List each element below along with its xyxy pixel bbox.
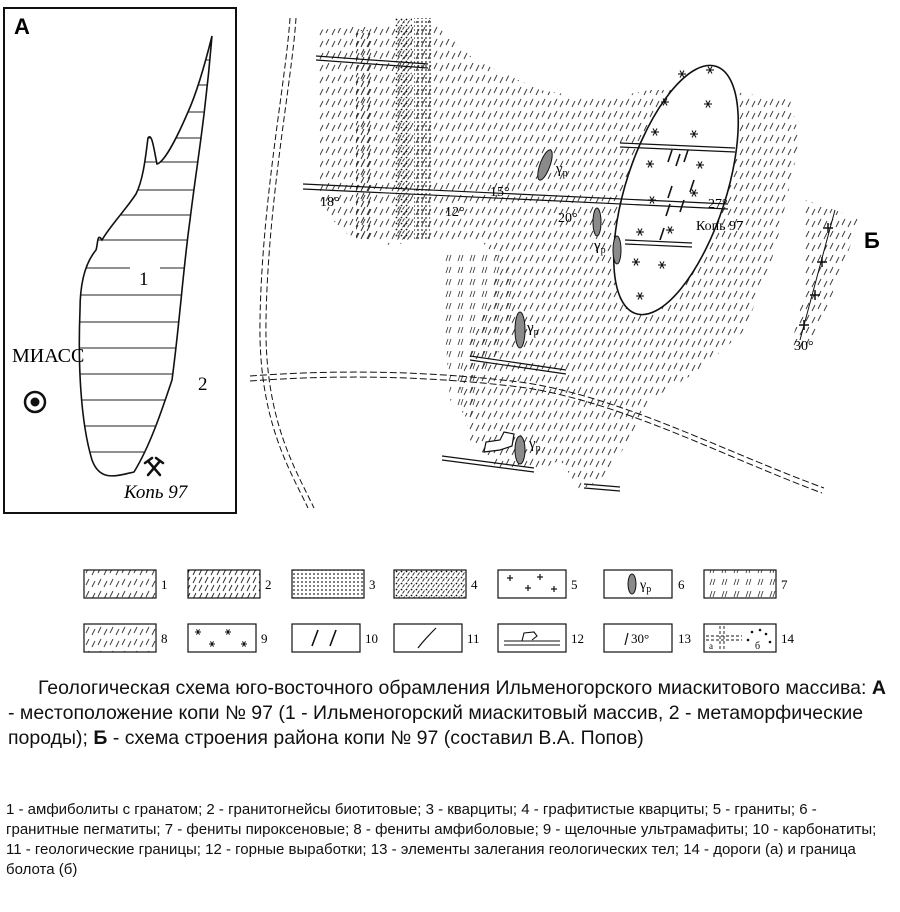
svg-text:2: 2 [265,577,272,592]
figure-caption: Геологическая схема юго-восточного обрам… [8,676,888,751]
mine-workings [302,55,736,492]
svg-text:γр: γр [639,578,651,595]
svg-text:γр: γр [555,161,568,179]
svg-text:12°: 12° [445,205,465,220]
caption-a-letter: А [871,677,886,699]
legend-item-11: 11 [393,623,480,653]
ultramafic-stars [632,66,714,300]
quartzite-band [414,18,432,240]
panel-a: А 1 2 МИАСС [3,7,237,514]
svg-text:4: 4 [471,577,478,592]
pegmatite-body [612,235,622,265]
legend-item-12: 12 [497,623,584,653]
pegmatite-body [514,311,526,349]
panel-b: γр γр γр γр 15° 18° 12° 20° 27° 30° [249,17,880,509]
legend-item-5: 5 [497,569,578,599]
granite-boundary [799,209,836,341]
svg-text:б: б [755,641,760,652]
svg-text:18°: 18° [320,195,340,210]
legend-item-4: 4 [393,569,478,599]
dip-labels: 15° 18° 12° 20° 27° 30° [320,185,814,354]
massif-outline [78,35,213,477]
svg-text:7: 7 [781,577,788,592]
river-line-1 [259,17,309,509]
town-label: МИАСС [12,345,84,367]
legend-description: 1 - амфиболиты с гранатом; 2 - гранитогн… [6,801,877,878]
legend-item-7: 7 [703,569,788,599]
svg-text:6: 6 [678,577,685,592]
panel-a-label: А [14,14,30,39]
zone-fenite [440,250,520,420]
svg-text:1: 1 [161,577,168,592]
panel-a-frame [3,7,237,514]
svg-text:а: а [709,641,713,651]
pegmatite-body [514,435,526,465]
pegmatite-body [592,207,602,237]
pegmatite-body [537,149,553,181]
town-icon [23,390,47,414]
label-bg [130,266,160,290]
mine-label-a: Копь 97 [123,482,189,503]
legend-item-6: γр 6 [603,569,685,599]
legend-item-10: 10 [291,623,378,653]
pegmatite-labels: γр γр γр γр [526,161,606,454]
svg-text:γр: γр [528,436,541,454]
caption-b-letter: Б [93,727,108,749]
legend-item-13: 30° 13 [603,623,691,653]
legend-item-8: 8 [83,623,168,653]
svg-text:30°: 30° [631,631,649,646]
massif-number: 1 [139,269,149,290]
svg-text:5: 5 [571,577,578,592]
graphite-quartzite-band [395,18,412,240]
massif-hatching [79,59,212,453]
mine-label-b: Копь 97 [696,219,743,234]
road-line-1 [249,371,825,489]
caption-text: Геологическая схема юго-восточного обрам… [38,677,872,699]
legend-item-3: 3 [291,569,376,599]
metamorphic-number: 2 [198,374,208,395]
mine-icon [143,456,165,477]
svg-text:10: 10 [365,631,378,646]
svg-text:8: 8 [161,631,168,646]
legend-item-1: 1 [83,569,168,599]
legend: 1 2 3 4 5 γр 6 [83,569,795,653]
caption-text: - местоположение копи № 97 (1 - Ильменог… [8,702,864,749]
ultramafic-body [612,64,740,316]
svg-text:20°: 20° [558,211,578,226]
svg-text:14: 14 [781,631,795,646]
zone-east [790,200,860,350]
svg-text:27°: 27° [708,197,728,212]
geology-map: А 1 2 МИАСС [3,7,880,653]
svg-text:γр: γр [526,320,539,338]
svg-text:12: 12 [571,631,584,646]
road-line-2 [249,376,823,494]
svg-text:13: 13 [678,631,691,646]
legend-item-2: 2 [187,569,272,599]
mine-pit [483,431,515,453]
svg-text:3: 3 [369,577,376,592]
legend-item-9: 9 [187,623,268,653]
svg-text:11: 11 [467,631,480,646]
svg-text:30°: 30° [794,339,814,354]
panel-b-label: Б [864,228,880,253]
legend-item-14: а б 14 [703,623,795,653]
river-line-2 [265,17,315,509]
svg-text:15°: 15° [490,185,510,200]
granite-gneiss-band [356,30,372,240]
svg-text:γр: γр [593,238,606,256]
caption-text: - схема строения района копи № 97 (соста… [107,727,644,749]
svg-text:9: 9 [261,631,268,646]
